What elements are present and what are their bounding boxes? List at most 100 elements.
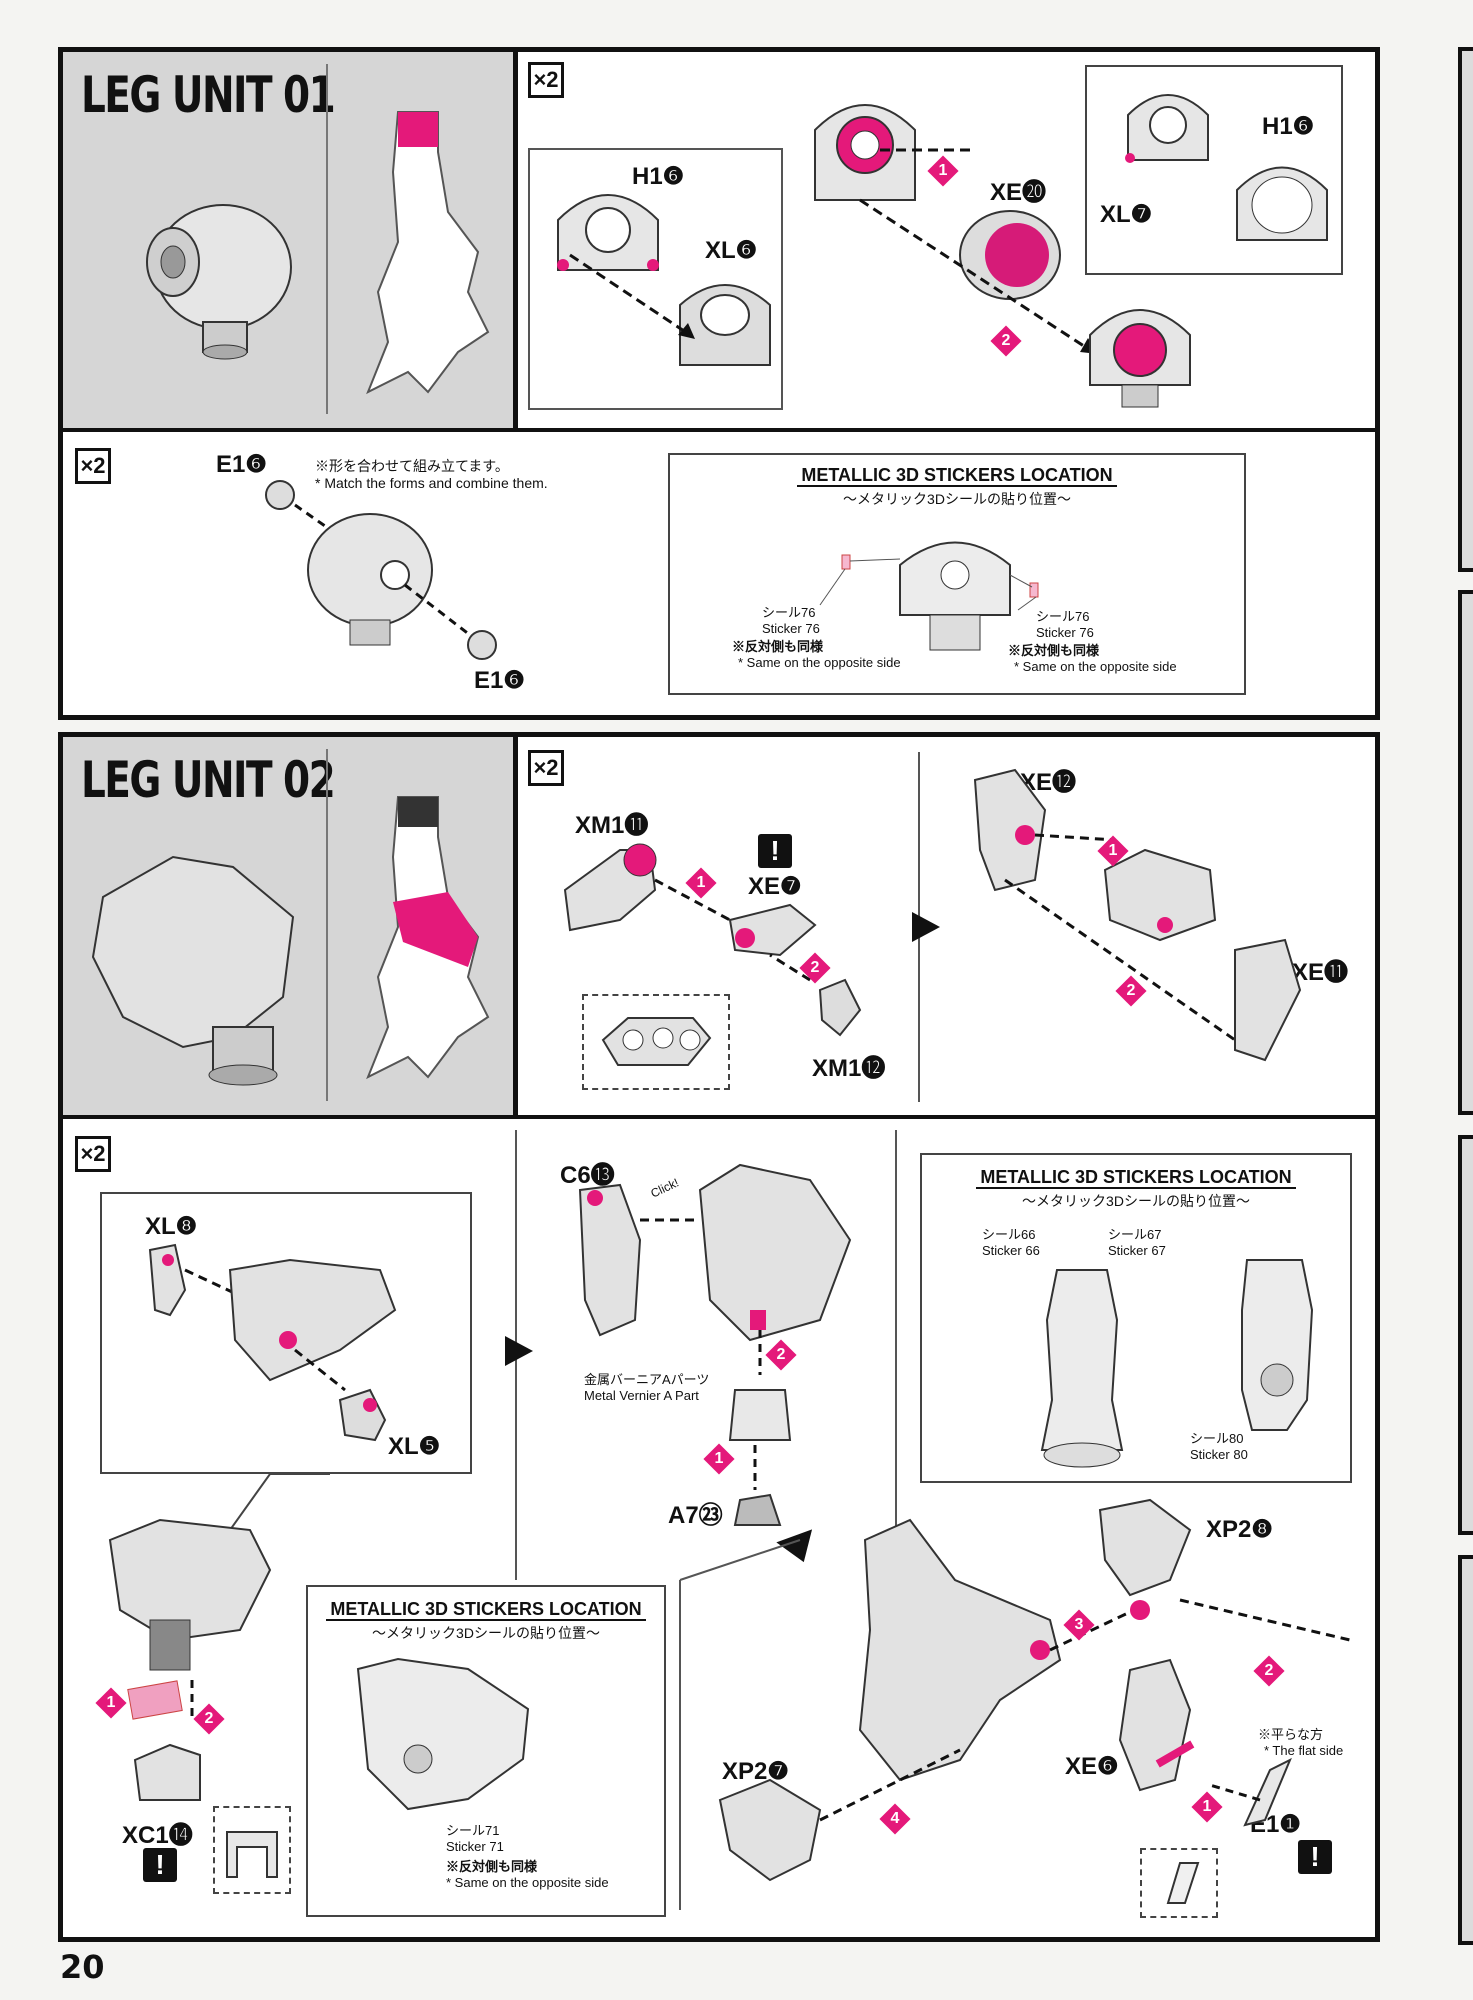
leg02-divider-h: [63, 1115, 1375, 1119]
knee-joint-assembled-render: [1089, 309, 1191, 408]
xm1-step1-render: [563, 843, 862, 1037]
step-marker-2d: 2: [193, 1703, 225, 1735]
sticker-box-title-2: METALLIC 3D STICKERS LOCATION: [976, 1167, 1296, 1189]
sticker-71-en: Sticker 71: [446, 1839, 504, 1854]
part-label-xl7: XL❼: [1100, 201, 1153, 228]
xl6-part-render: [679, 284, 771, 366]
xl7-part-render: [1125, 94, 1209, 163]
h1-inset-render: [1236, 166, 1328, 241]
step-marker-1c: 1: [1097, 835, 1129, 867]
flat-side-jp: ※平らな方: [1258, 1727, 1324, 1742]
sticker-box-subtitle-3: ～メタリック3Dシールの貼り位置～: [372, 1625, 600, 1641]
leg-unit-01-header: LEG UNIT 01: [63, 52, 518, 428]
vernier-assembly-render: [728, 1330, 792, 1526]
subassembly-box-h1-xl6: [528, 148, 783, 410]
callout-pointer: [219, 1473, 330, 1545]
flat-side-en: * The flat side: [1264, 1743, 1344, 1758]
leg-unit-02-title: LEG UNIT 02: [81, 751, 336, 809]
part-label-a7: A7㉓: [668, 1502, 723, 1529]
part-label-c6: C6⓭: [560, 1162, 615, 1189]
e1-detail-render: [1166, 1862, 1200, 1904]
multiplier-badge-4: ×2: [75, 1136, 111, 1172]
shin-front-sticker-diagram: [1040, 1269, 1124, 1468]
h1-part-render: [557, 194, 659, 271]
step-marker-3: 3: [1063, 1609, 1095, 1641]
knee-joint-render: [146, 204, 292, 360]
leg-silhouette-icon-2: [366, 796, 490, 1080]
inset-e1-detail: [1140, 1848, 1218, 1918]
sticker-box-title: METALLIC 3D STICKERS LOCATION: [797, 465, 1117, 487]
sticker-71-jp: シール71: [446, 1823, 500, 1838]
step-marker-1f: 1: [1191, 1791, 1223, 1823]
sticker-76-left-note-jp: ※反対側も同様: [732, 639, 824, 654]
e1-assembly-render: [265, 480, 497, 660]
xl8-assembly-render: [148, 1243, 397, 1442]
shin-side-sticker-diagram: [1241, 1259, 1314, 1431]
part-label-xc1: XC1⓮: [122, 1822, 193, 1849]
header-divider: [326, 64, 328, 414]
sticker-66-jp: シール66: [982, 1227, 1036, 1242]
step-marker-4: 4: [879, 1803, 911, 1835]
sticker-location-box-leg02-b: METALLIC 3D STICKERS LOCATION ～メタリック3Dシー…: [306, 1585, 666, 1917]
part-label-xe20: XE⓴: [990, 179, 1047, 206]
sticker-76-right-en: Sticker 76: [1036, 625, 1094, 640]
shin-frame-sticker-diagram: [356, 1657, 530, 1811]
part-label-xe6: XE❻: [1065, 1753, 1119, 1780]
part-label-xl5: XL❺: [388, 1433, 441, 1460]
step-marker-2b: 2: [799, 952, 831, 984]
sticker-67-en: Sticker 67: [1108, 1243, 1166, 1258]
xc1-assembly-render: [108, 1518, 272, 1720]
xe12-step-render: [973, 768, 1302, 1062]
step-next-arrow-icon-2: [505, 1336, 533, 1366]
sticker-location-box-leg02-a: METALLIC 3D STICKERS LOCATION ～メタリック3Dシー…: [920, 1153, 1352, 1483]
sticker-location-box-leg01: METALLIC 3D STICKERS LOCATION ～メタリック3Dシー…: [668, 453, 1246, 695]
xe7-detail-render: [601, 1017, 712, 1066]
side-tab-4: [1458, 1555, 1473, 1945]
sticker-71-note-jp: ※反対側も同様: [446, 1859, 538, 1874]
multiplier-badge-3: ×2: [528, 750, 564, 786]
part-label-xl6: XL❻: [705, 237, 758, 264]
vernier-label-jp: 金属バーニアAパーツ: [584, 1372, 710, 1387]
part-label-h1-inset: H1❻: [1262, 113, 1315, 140]
knee-sticker-diagram: [899, 541, 1011, 651]
part-label-h1: H1❻: [632, 163, 685, 190]
xc1-part-render: [133, 1743, 201, 1801]
leg-unit-01-title: LEG UNIT 01: [81, 66, 336, 124]
sticker-76-left-note-en: * Same on the opposite side: [738, 655, 901, 670]
part-label-xp2-8: XP2❽: [1206, 1516, 1273, 1543]
knee-frame-render: [814, 104, 916, 201]
step-marker-2f: 2: [1253, 1655, 1285, 1687]
part-label-e1-top: E1❻: [216, 451, 267, 478]
step-marker-1d: 1: [95, 1687, 127, 1719]
leg01-divider-h: [63, 428, 1375, 432]
step-next-arrow-icon: [912, 912, 940, 942]
step-marker-2c: 2: [1115, 975, 1147, 1007]
leg-unit-02-header: LEG UNIT 02: [63, 737, 518, 1115]
sticker-76-right-note-en: * Same on the opposite side: [1014, 659, 1177, 674]
caution-icon-2: !: [143, 1848, 177, 1882]
assembly-note-jp: ※形を合わせて組み立てます。: [315, 458, 509, 474]
xp2-xe6-assembly-render: [718, 1498, 1351, 1882]
step-marker-1b: 1: [685, 867, 717, 899]
multiplier-badge: ×2: [528, 62, 564, 98]
inset-xe7-detail: [582, 994, 730, 1090]
sticker-76-left-en: Sticker 76: [762, 621, 820, 636]
side-tab-2: [1458, 590, 1473, 1115]
step-down-arrow-icon: [776, 1529, 813, 1563]
sticker-67-jp: シール67: [1108, 1227, 1162, 1242]
header-divider-2: [326, 749, 328, 1101]
vernier-label-en: Metal Vernier A Part: [584, 1388, 699, 1403]
sticker-80-jp: シール80: [1190, 1431, 1244, 1446]
part-label-e1-bottom: E1❻: [474, 667, 525, 694]
sticker-76-right-note-jp: ※反対側も同様: [1008, 643, 1100, 658]
multiplier-badge-2: ×2: [75, 448, 111, 484]
part-label-xp2-7: XP2❼: [722, 1758, 789, 1785]
step2-divider-2: [895, 1130, 897, 1570]
sticker-box-title-3: METALLIC 3D STICKERS LOCATION: [326, 1599, 646, 1621]
assembly-note-en: * Match the forms and combine them.: [315, 475, 548, 491]
sticker-66-en: Sticker 66: [982, 1243, 1040, 1258]
caution-icon-3: !: [1298, 1840, 1332, 1874]
caution-icon: !: [758, 834, 792, 868]
sticker-box-subtitle-2: ～メタリック3Dシールの貼り位置～: [1022, 1193, 1250, 1209]
xc1-detail-render: [226, 1831, 278, 1878]
